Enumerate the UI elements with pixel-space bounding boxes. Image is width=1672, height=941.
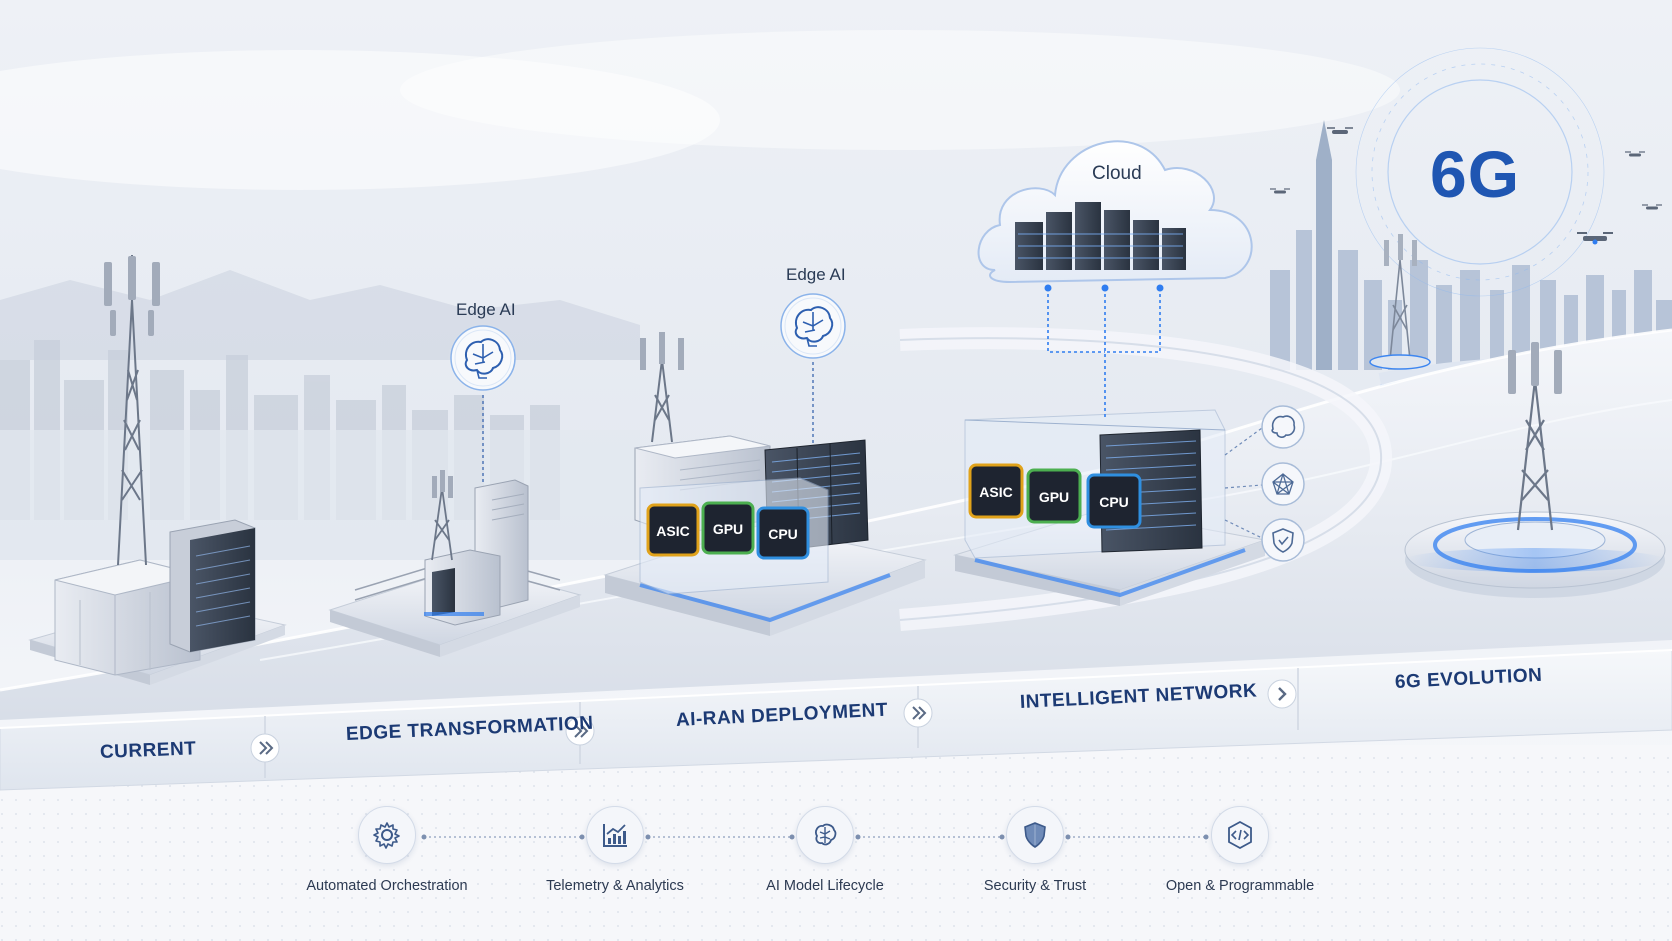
svg-text:CPU: CPU — [1099, 494, 1129, 510]
cpu-chip: CPU — [756, 506, 810, 560]
edge-ai-brain-icon — [778, 291, 848, 361]
gpu-chip: GPU — [701, 501, 755, 555]
stage-arrows — [250, 679, 1297, 763]
svg-text:CPU: CPU — [768, 526, 798, 542]
brain-icon — [796, 806, 854, 864]
capability-label: Telemetry & Analytics — [546, 878, 684, 894]
edge-ai-label: Edge AI — [786, 265, 846, 284]
cpu-chip: CPU — [1086, 473, 1142, 529]
drones — [1270, 127, 1662, 245]
code-icon — [1211, 806, 1269, 864]
gear-icon — [358, 806, 416, 864]
stage-edge-site — [328, 323, 582, 657]
asic-chip: ASIC — [646, 503, 700, 557]
svg-text:GPU: GPU — [1039, 489, 1069, 505]
side-brain-icon — [1261, 405, 1305, 449]
shield-icon — [1006, 806, 1064, 864]
stage-current-site — [28, 255, 287, 685]
chevron-arrow-icon — [250, 733, 280, 763]
chevron-arrow-icon — [1267, 679, 1297, 709]
stage-6g-site — [1270, 47, 1666, 598]
capability-automated-orchestration: Automated Orchestration — [292, 806, 482, 894]
cloud-label: Cloud — [1092, 163, 1142, 184]
stage-ai-ran-site: ASIC GPU CPU — [603, 291, 927, 636]
asic-chip: ASIC — [968, 463, 1024, 519]
side-shield-icon — [1261, 518, 1305, 562]
capability-label: Automated Orchestration — [306, 878, 468, 894]
capability-label: AI Model Lifecycle — [766, 878, 884, 894]
chart-icon — [586, 806, 644, 864]
svg-text:ASIC: ASIC — [656, 523, 689, 539]
capability-open-programmable: Open & Programmable — [1145, 806, 1335, 894]
gpu-chip: GPU — [1026, 468, 1082, 524]
edge-ai-brain-icon — [448, 323, 518, 393]
stage-intelligent-network-site: ASIC GPU CPU — [953, 140, 1305, 606]
capability-security-trust: Security & Trust — [940, 806, 1130, 894]
stage-label-current: CURRENT — [99, 738, 197, 763]
capability-telemetry-analytics: Telemetry & Analytics — [520, 806, 710, 894]
cloud-datacenter — [977, 140, 1253, 284]
edge-ai-label: Edge AI — [456, 300, 516, 319]
capability-label: Open & Programmable — [1165, 878, 1315, 894]
side-network-icon — [1261, 462, 1305, 506]
capability-label: Security & Trust — [983, 878, 1087, 894]
chevron-arrow-icon — [565, 716, 595, 746]
capability-ai-model-lifecycle: AI Model Lifecycle — [730, 806, 920, 894]
svg-text:GPU: GPU — [713, 521, 743, 537]
svg-text:ASIC: ASIC — [979, 484, 1012, 500]
chevron-arrow-icon — [903, 698, 933, 728]
6g-title: 6G — [1430, 137, 1521, 211]
